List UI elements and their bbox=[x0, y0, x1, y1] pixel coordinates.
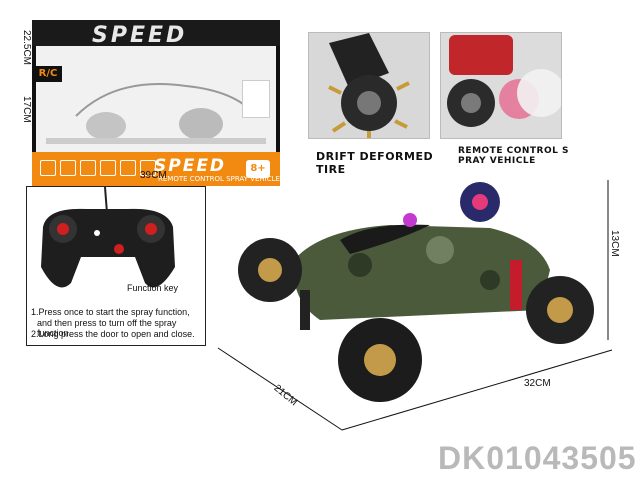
photo-spray bbox=[440, 32, 562, 139]
feature-icon bbox=[140, 160, 156, 176]
dim-car-length: 32CM bbox=[524, 378, 551, 389]
dim-box-depth: 17CM bbox=[21, 96, 32, 123]
age-badge: 8+ bbox=[246, 160, 270, 178]
remote-controller-image bbox=[41, 187, 175, 288]
function-key-label: Function key bbox=[127, 283, 179, 293]
feature-icon bbox=[80, 160, 96, 176]
box-top-band: SPEED bbox=[32, 20, 280, 48]
dim-box-width: 39CM bbox=[140, 170, 167, 181]
feature-icon bbox=[60, 160, 76, 176]
caption-drift: DRIFT DEFORMED TIRE bbox=[316, 150, 434, 176]
photo-drift-tire bbox=[308, 32, 430, 139]
remote-panel: Function key 1.Press once to start the s… bbox=[26, 186, 206, 346]
dim-box-height: 22.5CM bbox=[21, 30, 32, 66]
mascot-logo bbox=[242, 80, 270, 118]
box-brand-logo: SPEED bbox=[92, 23, 188, 48]
box-window bbox=[32, 46, 280, 154]
rc-badge: R/C bbox=[34, 66, 62, 82]
instruction-1b: and then press to turn off the spray fun… bbox=[37, 318, 177, 338]
product-box: SPEED R/C SPEED REMOTE CONTROL SPRAY VEH… bbox=[32, 20, 280, 186]
feature-icon bbox=[40, 160, 56, 176]
instruction-2: 2.Long press the door to open and close. bbox=[31, 329, 195, 339]
spray-vehicle-image bbox=[441, 33, 561, 138]
feature-icon bbox=[100, 160, 116, 176]
product-code: DK01043505 bbox=[438, 440, 637, 476]
box-brand-logo-bottom: SPEED bbox=[154, 156, 227, 176]
box-bottom-band: SPEED REMOTE CONTROL SPRAY VEHICLE 8+ bbox=[32, 152, 280, 186]
box-subtitle: REMOTE CONTROL SPRAY VEHICLE bbox=[158, 175, 280, 183]
main-car-image bbox=[217, 180, 613, 431]
feature-icons bbox=[40, 160, 156, 176]
dim-car-height: 13CM bbox=[609, 230, 620, 257]
feature-icon bbox=[120, 160, 136, 176]
drift-tire-image bbox=[309, 33, 429, 138]
caption-spray: REMOTE CONTROL S PRAY VEHICLE bbox=[458, 146, 569, 166]
instruction-1a: 1.Press once to start the spray function… bbox=[31, 307, 190, 317]
box-car-sketch bbox=[46, 83, 266, 144]
